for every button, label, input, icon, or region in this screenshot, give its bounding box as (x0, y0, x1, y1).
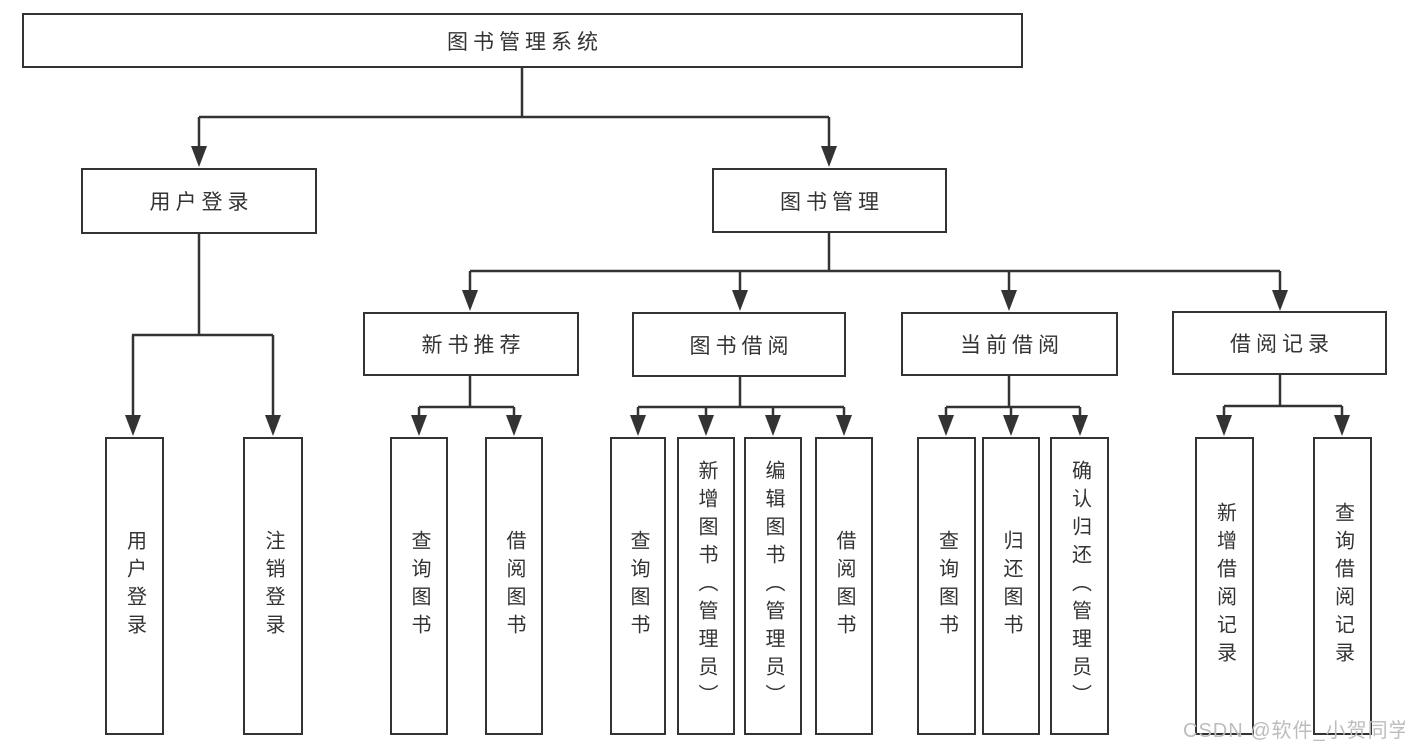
arrowhead (821, 146, 837, 167)
leaf-logout: 注销登录 (243, 437, 303, 735)
arrowhead (1003, 415, 1019, 436)
leaf-query-borrow-record: 查询借阅记录 (1313, 437, 1372, 735)
arrowhead (1001, 290, 1017, 311)
leaf-add-books-admin: 新增图书（管理员） (677, 437, 735, 735)
arrowhead (732, 290, 748, 311)
node-user-login: 用户登录 (81, 168, 317, 234)
node-current-borrowing: 当前借阅 (901, 312, 1118, 376)
arrowhead (265, 415, 281, 436)
arrowhead (462, 290, 478, 311)
arrowhead (1272, 290, 1288, 311)
arrowhead (698, 415, 714, 436)
node-library-management-system: 图书管理系统 (22, 13, 1023, 68)
arrowhead (1216, 415, 1232, 436)
arrowhead (836, 415, 852, 436)
node-book-management: 图书管理 (712, 168, 947, 233)
arrowhead (191, 146, 207, 167)
leaf-edit-books-admin: 编辑图书（管理员） (744, 437, 802, 735)
leaf-recommend-borrow-books: 借阅图书 (485, 437, 543, 735)
leaf-recommend-query-books: 查询图书 (390, 437, 448, 735)
arrowhead (938, 415, 954, 436)
arrowhead-icons (125, 146, 1350, 436)
arrowhead (125, 415, 141, 436)
arrowhead (1334, 415, 1350, 436)
leaf-current-query-books: 查询图书 (917, 437, 976, 735)
tree-edges (131, 68, 1344, 420)
node-new-book-recommend: 新书推荐 (363, 312, 579, 376)
arrowhead (1072, 415, 1088, 436)
leaf-borrowing-query-books: 查询图书 (610, 437, 666, 735)
leaf-add-borrow-record: 新增借阅记录 (1195, 437, 1254, 735)
node-book-borrowing: 图书借阅 (632, 312, 846, 377)
leaf-confirm-return-admin: 确认归还（管理员） (1050, 437, 1109, 735)
arrowhead (411, 415, 427, 436)
csdn-watermark: CSDN @软件_小贺同学 (1183, 720, 1405, 742)
arrowhead (630, 415, 646, 436)
node-borrowing-records: 借阅记录 (1172, 311, 1387, 375)
leaf-user-login: 用户登录 (105, 437, 164, 735)
arrowhead (765, 415, 781, 436)
leaf-return-books: 归还图书 (982, 437, 1040, 735)
leaf-borrow-books: 借阅图书 (815, 437, 873, 735)
arrowhead (506, 415, 522, 436)
